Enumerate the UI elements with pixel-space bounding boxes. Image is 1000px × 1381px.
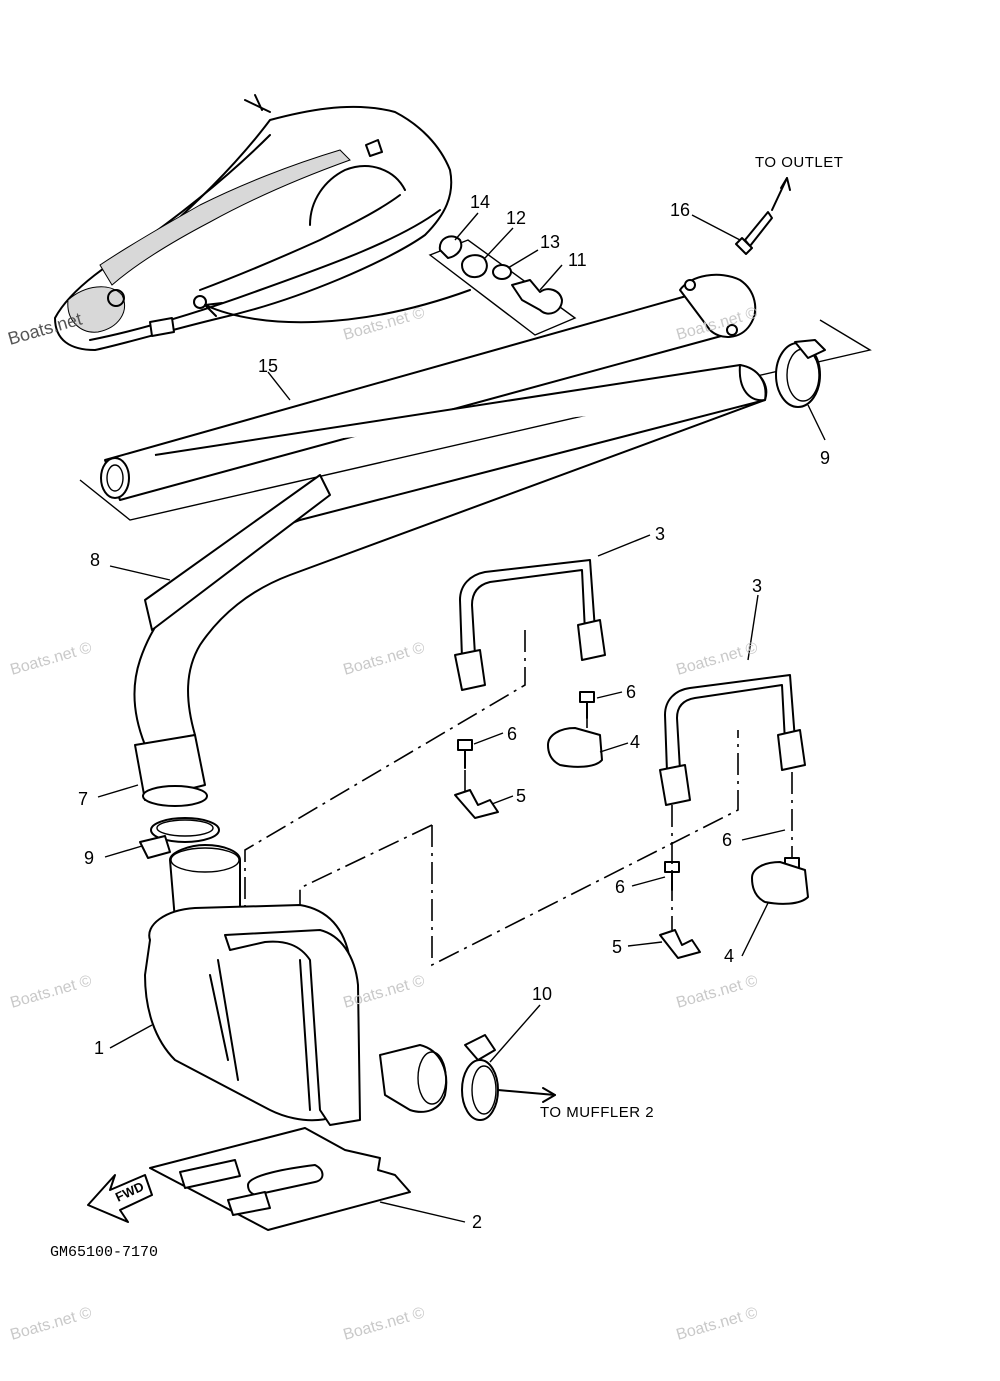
clip-5-b xyxy=(659,929,701,959)
callout-11: 11 xyxy=(568,250,587,270)
watermark: Boats.net © xyxy=(341,304,426,344)
callout-13: 13 xyxy=(540,232,560,252)
callout-7: 7 xyxy=(78,789,88,809)
leader-lines xyxy=(97,212,826,1223)
muffler-1 xyxy=(144,844,448,1126)
callout-16: 16 xyxy=(670,200,690,220)
callout-9-upper: 9 xyxy=(820,448,830,468)
callout-4-b: 4 xyxy=(724,946,734,966)
bolt-6-b xyxy=(457,739,473,769)
callout-14: 14 xyxy=(470,192,490,212)
callout-4-a: 4 xyxy=(630,732,640,752)
callout-8: 8 xyxy=(90,550,100,570)
watercraft-sketch xyxy=(54,94,471,351)
watermark: Boats.net © xyxy=(341,639,426,679)
callout-3-left: 3 xyxy=(655,524,665,544)
hose-clamp-10 xyxy=(461,1034,556,1121)
callout-9-lower: 9 xyxy=(84,848,94,868)
watermark: Boats.net © xyxy=(8,639,93,679)
callout-12: 12 xyxy=(506,208,526,228)
callout-6-c: 6 xyxy=(722,830,732,850)
callout-2: 2 xyxy=(472,1212,482,1232)
clip-5-a xyxy=(454,789,499,819)
hardware-group-11-14 xyxy=(428,235,577,336)
callout-15: 15 xyxy=(258,356,278,376)
callout-6-a: 6 xyxy=(626,682,636,702)
hose-7 xyxy=(133,364,768,807)
watermark: Boats.net © xyxy=(8,1304,93,1344)
clip-14 xyxy=(438,235,463,259)
callout-6-b: 6 xyxy=(507,724,517,744)
nut-12 xyxy=(461,254,488,279)
callout-1: 1 xyxy=(94,1038,104,1058)
bolt-6-a xyxy=(579,691,595,719)
callouts: 16 14 12 13 11 15 9 8 3 3 6 6 4 5 7 9 6 … xyxy=(78,192,830,1232)
watermark: Boats.net © xyxy=(674,972,759,1012)
hose-clamp-9-lower xyxy=(139,817,220,859)
hose-clamp-9-upper xyxy=(775,339,826,408)
strip-8 xyxy=(144,474,331,631)
fwd-arrow-icon: FWD xyxy=(87,1174,153,1223)
bracket-3-left xyxy=(454,559,606,691)
exhaust-pipe-15 xyxy=(79,273,872,521)
to-muffler-note: TO MUFFLER 2 xyxy=(540,1104,654,1121)
washer-13 xyxy=(492,264,512,280)
watermark-corner: Boats.net xyxy=(6,309,85,349)
watermark: Boats.net © xyxy=(674,1304,759,1344)
bracket-3-right xyxy=(659,674,806,806)
rubber-4-b xyxy=(751,861,809,905)
callout-3-right: 3 xyxy=(752,576,762,596)
callout-6-d: 6 xyxy=(615,877,625,897)
watermark: Boats.net © xyxy=(674,639,759,679)
drawing-code: GM65100-7170 xyxy=(50,1244,158,1261)
to-outlet-note: TO OUTLET xyxy=(755,154,843,171)
watermark: Boats.net © xyxy=(341,1304,426,1344)
plate-2 xyxy=(149,1127,411,1231)
callout-5-b: 5 xyxy=(612,937,622,957)
plug-11 xyxy=(511,279,563,315)
rubber-4-a xyxy=(547,727,603,768)
watermark: Boats.net © xyxy=(8,972,93,1012)
callout-5-a: 5 xyxy=(516,786,526,806)
callout-10: 10 xyxy=(532,984,552,1004)
rivet-16 xyxy=(735,177,791,255)
